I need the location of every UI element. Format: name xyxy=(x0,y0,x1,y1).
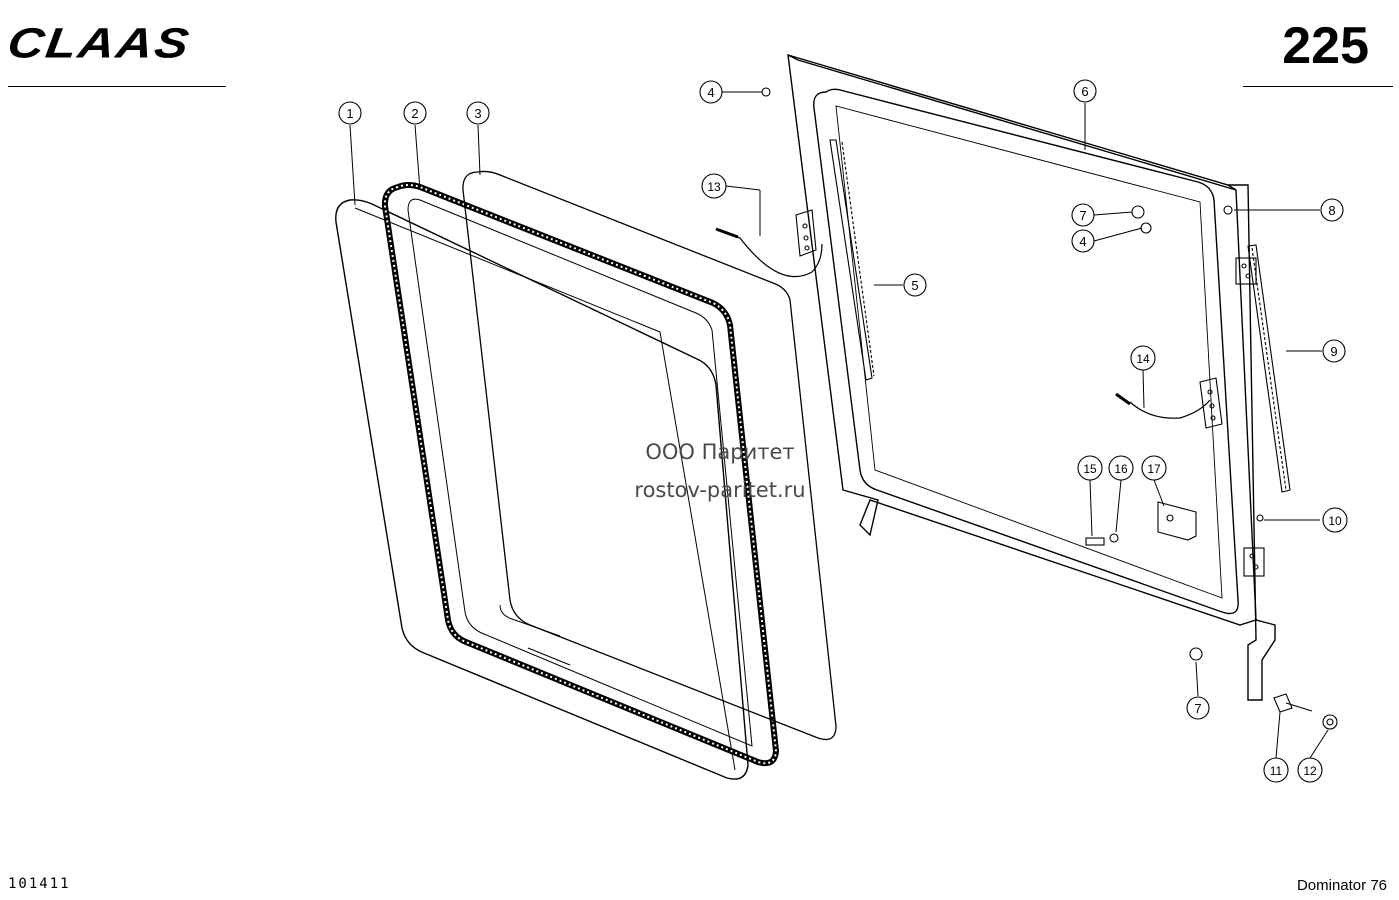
callout-16[interactable]: 16 xyxy=(1108,455,1134,481)
page-number: 225 xyxy=(1282,17,1369,75)
svg-text:7: 7 xyxy=(1079,208,1086,223)
svg-text:4: 4 xyxy=(1079,234,1086,249)
watermark-website: rostov-paritet.ru xyxy=(634,478,806,502)
callout-7-upper[interactable]: 7 xyxy=(1071,203,1095,227)
part-glass-pane xyxy=(335,199,749,780)
part-window-frame xyxy=(787,54,1276,701)
callout-5[interactable]: 5 xyxy=(903,273,927,297)
callout-4-right[interactable]: 4 xyxy=(1071,229,1095,253)
svg-text:2: 2 xyxy=(411,106,418,121)
part-latch-right xyxy=(1199,377,1223,429)
part-latch-left xyxy=(795,209,817,257)
svg-text:12: 12 xyxy=(1303,764,1317,778)
machine-model: Dominator 76 xyxy=(1296,877,1387,894)
document-code: 101411 xyxy=(8,876,71,892)
callout-6[interactable]: 6 xyxy=(1073,79,1097,103)
page-number-underline xyxy=(1243,86,1393,87)
callout-3[interactable]: 3 xyxy=(466,101,490,125)
callout-17[interactable]: 17 xyxy=(1141,455,1167,481)
part-hinge-lower xyxy=(1243,547,1265,577)
part-guide-rail-right xyxy=(1247,244,1291,493)
svg-text:13: 13 xyxy=(707,180,721,194)
svg-text:8: 8 xyxy=(1328,203,1335,218)
leader-lines xyxy=(349,91,1329,759)
callout-12[interactable]: 12 xyxy=(1297,757,1323,783)
svg-text:4: 4 xyxy=(707,85,714,100)
part-bracket-17 xyxy=(1157,501,1197,541)
callout-11[interactable]: 11 xyxy=(1263,757,1289,783)
svg-text:16: 16 xyxy=(1114,462,1128,476)
callout-15[interactable]: 15 xyxy=(1077,455,1103,481)
callout-2[interactable]: 2 xyxy=(403,101,427,125)
callout-9[interactable]: 9 xyxy=(1322,339,1346,363)
svg-text:14: 14 xyxy=(1136,352,1150,366)
callout-1[interactable]: 1 xyxy=(338,101,362,125)
callout-8[interactable]: 8 xyxy=(1320,198,1344,222)
part-cable-14 xyxy=(1115,392,1211,419)
part-cable-13 xyxy=(715,227,823,278)
part-guide-rail-left xyxy=(829,139,875,381)
callout-4-top[interactable]: 4 xyxy=(699,80,723,104)
svg-text:7: 7 xyxy=(1194,701,1201,716)
svg-text:5: 5 xyxy=(911,278,918,293)
part-rubber-seal xyxy=(381,182,780,767)
svg-text:3: 3 xyxy=(474,106,481,121)
svg-text:11: 11 xyxy=(1270,764,1283,778)
svg-text:15: 15 xyxy=(1083,462,1097,476)
part-inner-glass xyxy=(462,170,837,741)
logo-underline xyxy=(8,86,226,87)
svg-text:1: 1 xyxy=(346,106,353,121)
callout-10[interactable]: 10 xyxy=(1322,507,1348,533)
watermark-company: ООО Паритет xyxy=(645,440,795,464)
callout-13[interactable]: 13 xyxy=(701,173,727,199)
callout-14[interactable]: 14 xyxy=(1130,345,1156,371)
svg-text:17: 17 xyxy=(1147,462,1161,476)
svg-text:10: 10 xyxy=(1328,514,1342,528)
svg-text:6: 6 xyxy=(1081,84,1088,99)
part-hinge-upper xyxy=(1235,257,1257,285)
callout-7-lower[interactable]: 7 xyxy=(1186,696,1210,720)
svg-text:9: 9 xyxy=(1330,344,1337,359)
